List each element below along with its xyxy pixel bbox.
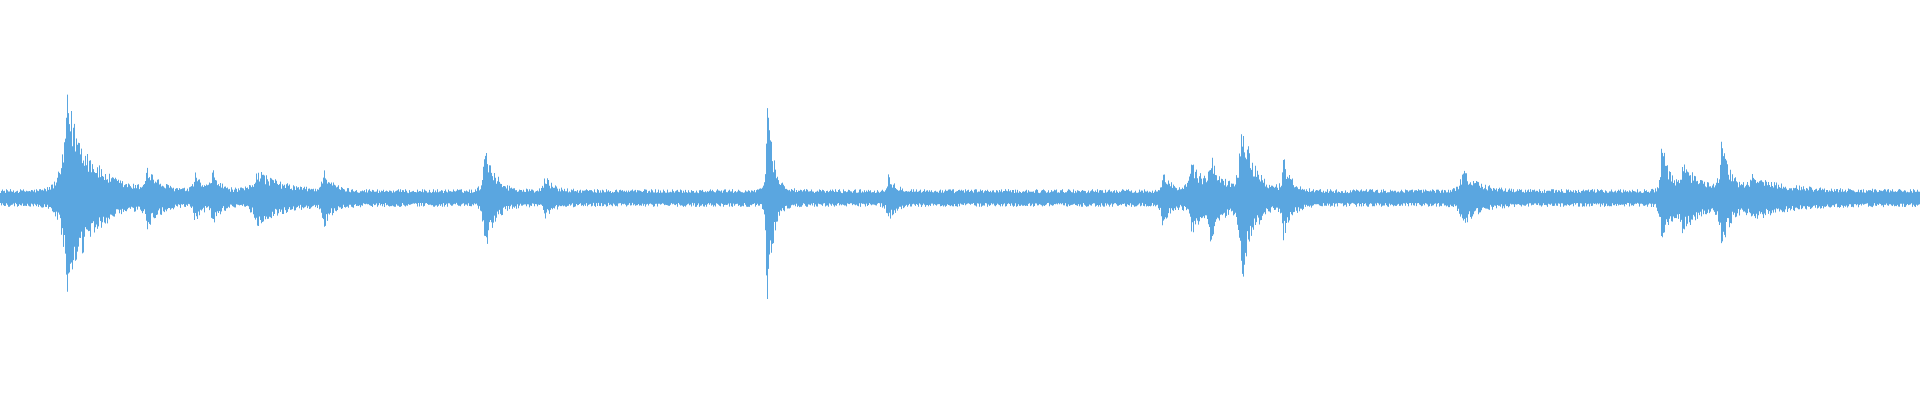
- waveform-trace: [0, 94, 1920, 299]
